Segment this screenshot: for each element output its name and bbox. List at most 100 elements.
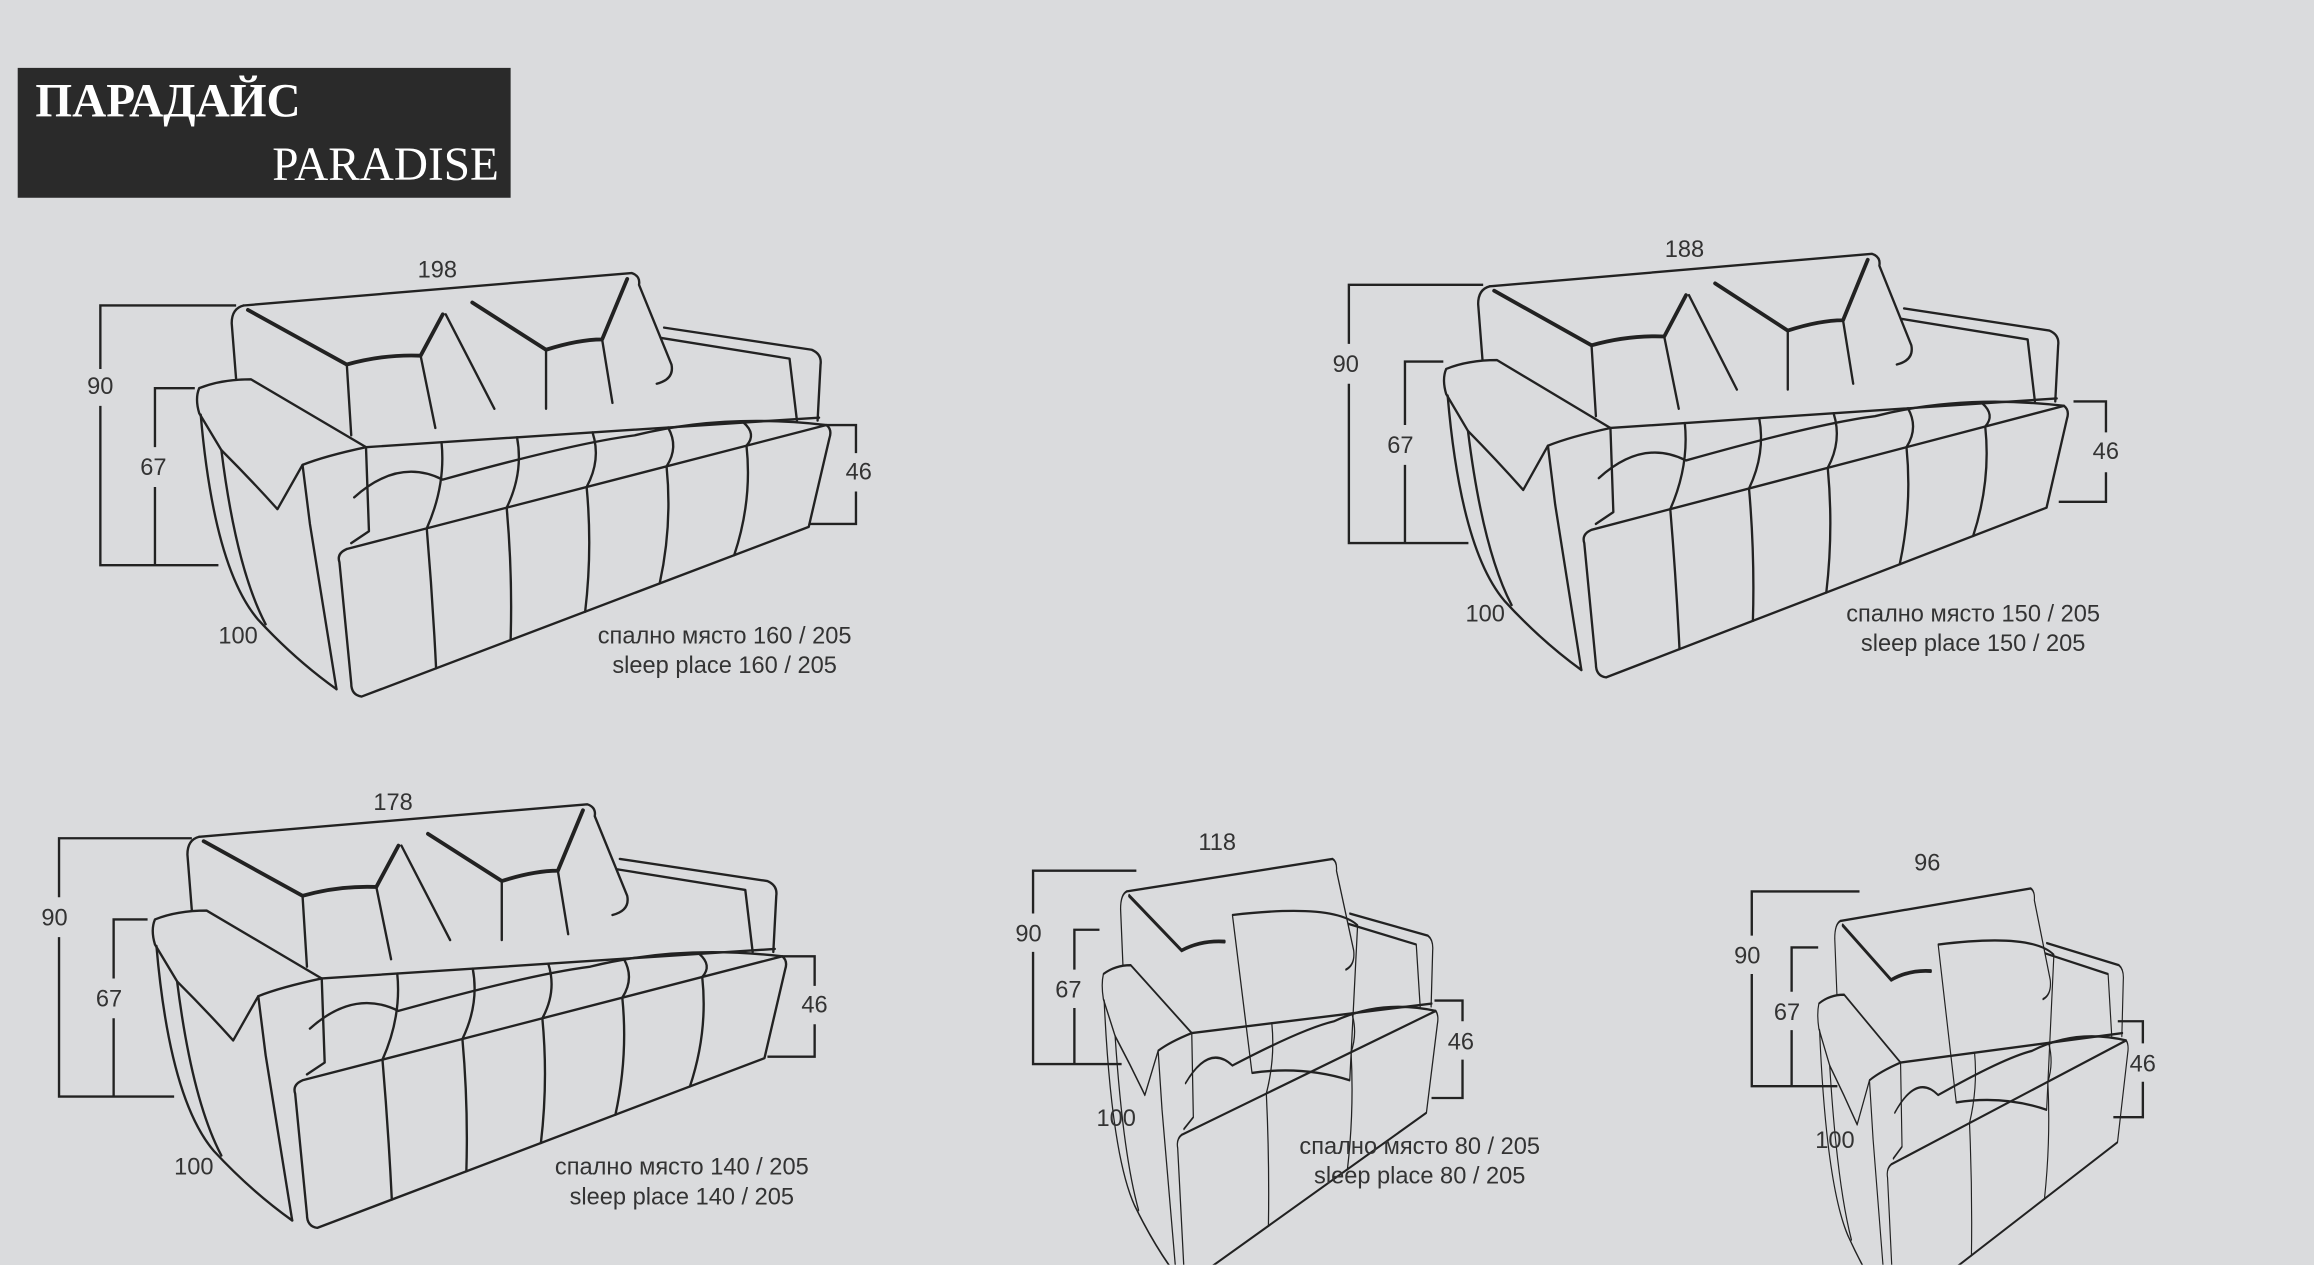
back-cushion-seam (1128, 893, 1226, 953)
left-arm-top (1101, 963, 1193, 1097)
arm-height-dimension-line (153, 386, 195, 566)
seat-tuft-line (425, 441, 444, 530)
title-english: PARADISE (272, 137, 499, 191)
right-arm (662, 326, 822, 422)
seat-front-seam (1968, 1121, 1973, 1257)
right-arm-inner (615, 868, 754, 954)
width-label: 198 (417, 258, 458, 284)
height-dimension-line (57, 837, 192, 1098)
seat-front-seam (539, 1017, 547, 1145)
back-cushion-seam (246, 307, 445, 367)
height-dimension-line (1347, 283, 1484, 545)
left-arm-top (195, 378, 368, 511)
seat-cushion-bulge (1184, 1005, 1437, 1085)
right-arm (1349, 912, 1434, 1008)
sofa-back (1839, 887, 2052, 1001)
sleep-place-text: спално място 160 / 205 sleep place 160 / … (598, 623, 852, 682)
seat-front-seam (1825, 466, 1832, 594)
sofa-back-left (1119, 890, 1128, 967)
left-arm-front (1157, 1031, 1194, 1265)
back-cushion-seam (1713, 257, 1870, 333)
seat-front-seam (688, 975, 705, 1088)
seat-tuft-line (1905, 407, 1915, 449)
sofa-back-left (1834, 919, 1842, 996)
width-label: 178 (373, 791, 413, 817)
left-arm-seam (220, 448, 267, 626)
back-cushion-seam (470, 277, 630, 352)
sofa-drawing (151, 803, 788, 1230)
pillow (1937, 939, 2055, 1111)
sleep-place-en: sleep place 80 / 205 (1314, 1164, 1526, 1190)
left-arm-front (257, 977, 326, 1222)
sleep-place-bg: спално място 160 / 205 (597, 624, 852, 650)
seat-tuft-line (1747, 416, 1763, 490)
sleep-place-bg: спално място 140 / 205 (554, 1155, 809, 1181)
height-dimension-line (99, 304, 237, 567)
seat-front-seam (461, 1037, 469, 1173)
sofa-back (242, 271, 674, 385)
left-arm-top (1442, 358, 1612, 492)
right-arm-inner (659, 336, 799, 422)
seat-height-label: 46 (1447, 1030, 1475, 1056)
seat-tuft-line (1981, 402, 1991, 428)
seat-front-seam (1346, 1051, 1353, 1171)
sofa-back-left (230, 304, 245, 381)
left-arm-outer (1103, 999, 1170, 1265)
right-arm (2046, 941, 2124, 1038)
seat-front-seam (1669, 507, 1681, 651)
seat-back-line (1191, 1002, 1433, 1035)
arm-height-dimension-line (1073, 928, 1100, 1065)
seat-tuft-line (698, 952, 708, 979)
seat-height-dimension-line (2058, 400, 2108, 503)
left-arm-front (1546, 426, 1615, 672)
seat-height-dimension-line (1431, 999, 1464, 1100)
depth-label: 100 (1465, 602, 1505, 628)
left-arm-seam (175, 980, 223, 1157)
seat-height-label: 46 (2092, 439, 2119, 465)
seat-front (293, 955, 788, 1230)
back-cushion-seam (201, 839, 401, 898)
sleep-place-bg: спално място 80 / 205 (1299, 1134, 1541, 1160)
seat-front (1582, 404, 2070, 679)
left-arm-front (1868, 1061, 1903, 1265)
depth-label: 100 (174, 1155, 214, 1181)
seat-front-seam (1898, 445, 1910, 566)
arm-height-dimension-line (1790, 946, 1819, 1087)
right-arm-inner (2044, 952, 2113, 1038)
sleep-place-text: спално място 80 / 205 sleep place 80 / 20… (1299, 1133, 1540, 1192)
seat-height-label: 46 (801, 993, 828, 1019)
back-cushion-seam (1492, 288, 1688, 348)
right-arm-inner (1347, 922, 1421, 1008)
seat-tuft-line (1350, 1012, 1356, 1054)
seat-front (337, 423, 832, 698)
arm-height-label: 67 (95, 987, 123, 1013)
sofa-drawing (195, 271, 832, 698)
seat-cushion-bulge (1597, 400, 2066, 480)
width-label: 96 (1914, 851, 1941, 877)
depth-label: 100 (218, 624, 258, 650)
width-label: 188 (1664, 237, 1705, 263)
back-cushion-line (1590, 293, 1855, 418)
seat-tuft-line (461, 967, 476, 1041)
sofa-back (1488, 252, 1913, 366)
left-arm-outer (1446, 394, 1583, 672)
seat-tuft-line (621, 957, 631, 999)
seat-tuft-line (541, 962, 553, 1020)
seat-front-seam (733, 444, 750, 557)
seat-height-dimension-line (808, 423, 858, 526)
seat-front-seam (583, 485, 591, 613)
sofa-back-left (186, 835, 201, 912)
depth-label: 100 (1815, 1128, 1855, 1155)
sofa-drawing (1442, 252, 2070, 679)
seat-tuft-line (742, 421, 753, 447)
sofa-back (1126, 857, 1355, 971)
sleep-place-en: sleep place 160 / 205 (612, 653, 837, 679)
seat-height-label: 46 (845, 460, 872, 486)
seat-tuft-line (1265, 1022, 1274, 1095)
seat-cushion-bulge (308, 951, 784, 1030)
seat-tuft-line (585, 431, 598, 489)
seat-front-seam (505, 506, 513, 642)
